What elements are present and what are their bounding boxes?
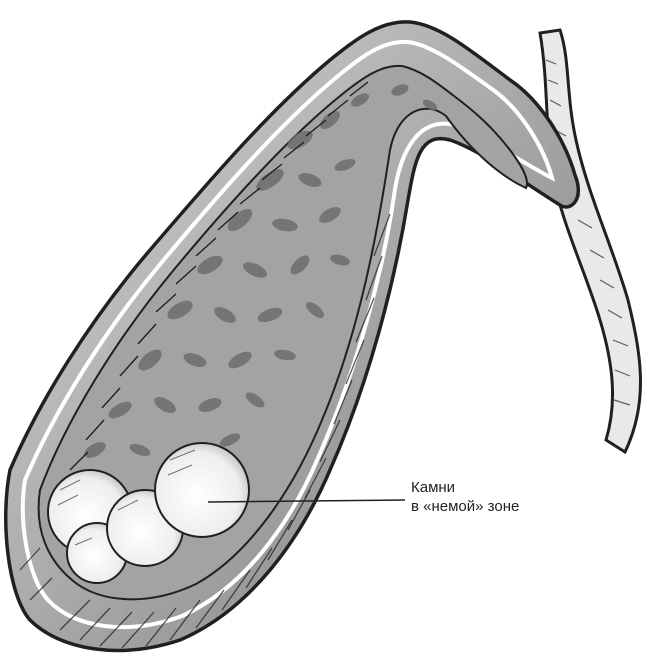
gallstone xyxy=(155,443,249,537)
callout-line-2: в «немой» зоне xyxy=(411,497,519,516)
bile-duct xyxy=(540,30,640,452)
callout-line-1: Камни xyxy=(411,478,519,497)
stones-callout-label: Камни в «немой» зоне xyxy=(411,478,519,516)
